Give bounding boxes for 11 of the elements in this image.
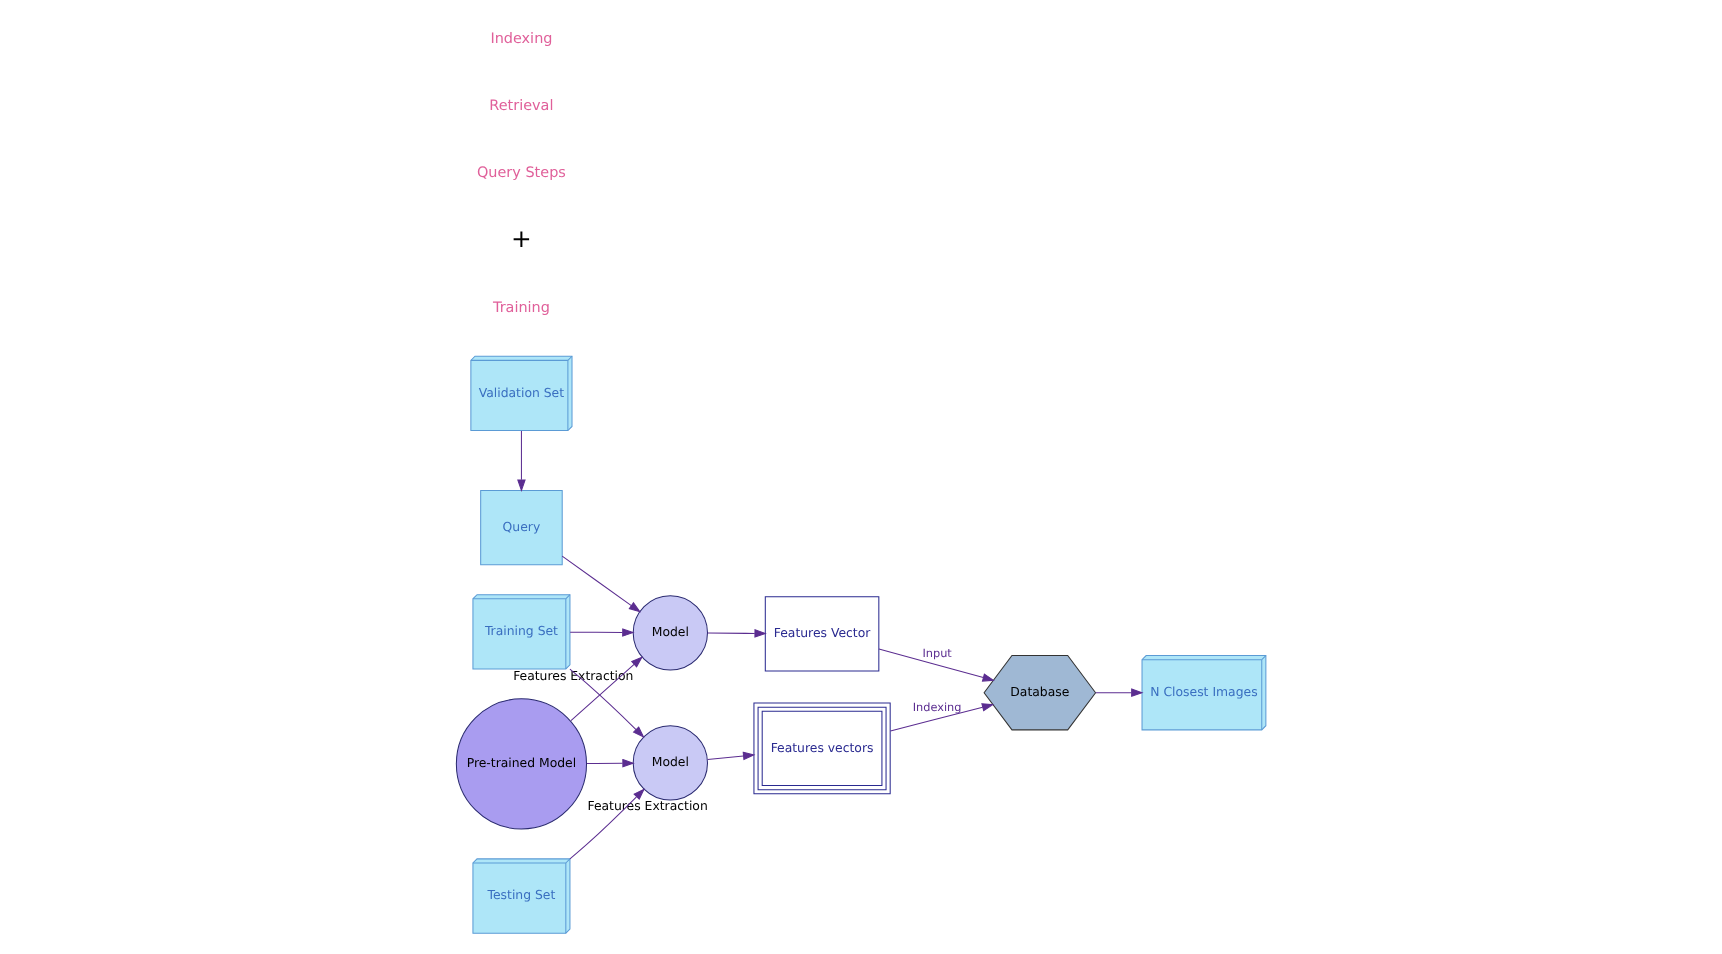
arrow (707, 629, 767, 638)
arrow (517, 430, 526, 492)
arrow (569, 628, 635, 637)
arrow (878, 648, 995, 682)
arrow (561, 555, 642, 613)
arrow (1095, 688, 1144, 698)
arrow (569, 788, 646, 860)
arrow (707, 751, 756, 761)
arrow (889, 703, 995, 732)
arrow (586, 758, 635, 768)
label: + (511, 225, 532, 254)
